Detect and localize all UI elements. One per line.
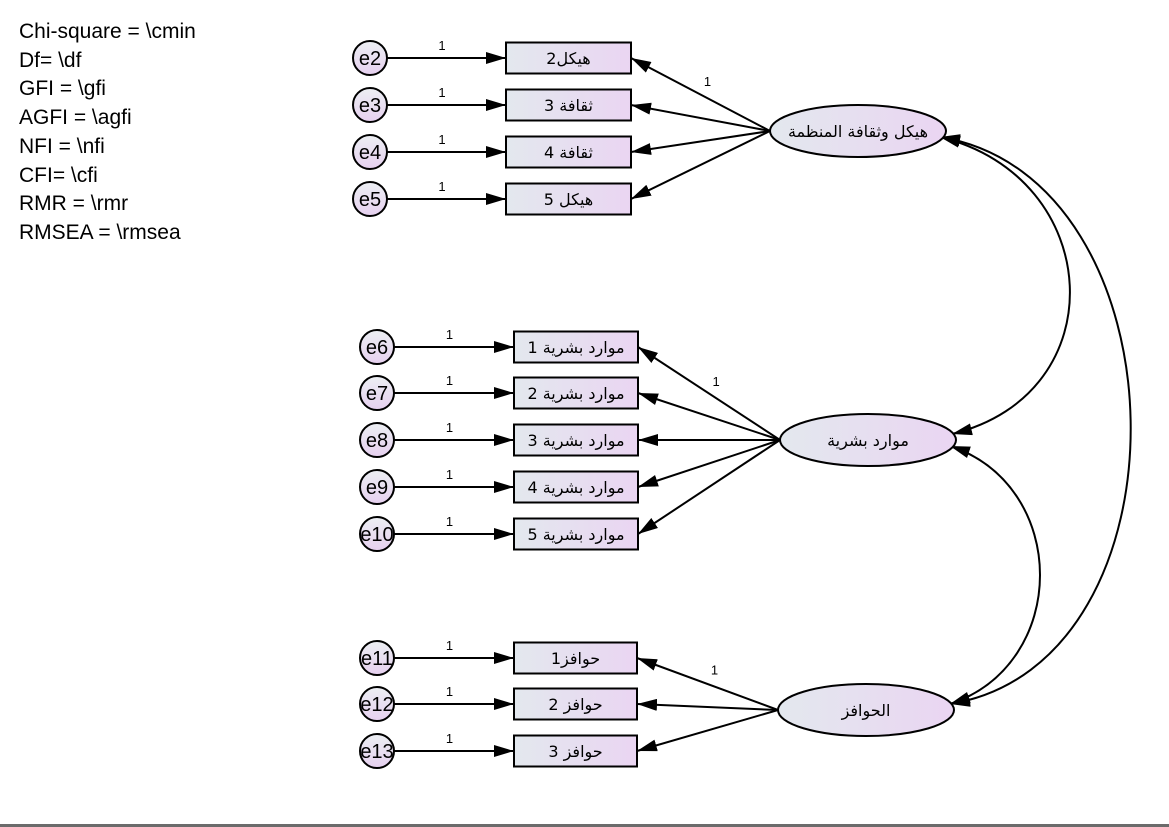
fit-stat-line: RMSEA = \rmsea: [19, 220, 181, 244]
error-term-circle[interactable]: [359, 516, 395, 552]
error-weight-label: 1: [438, 132, 445, 147]
latent-variable-ellipse[interactable]: [769, 104, 947, 158]
observed-variable-label: ثقافة 4: [544, 143, 593, 162]
latent-variable-label: موارد بشرية: [827, 431, 909, 451]
observed-variable-box[interactable]: [505, 41, 632, 75]
observed-variable-box[interactable]: [513, 687, 638, 721]
loading-path: [637, 439, 781, 488]
observed-variable-label: حوافز1: [551, 649, 600, 669]
observed-variable-box[interactable]: [513, 734, 638, 768]
covariance-arc: [939, 134, 1132, 707]
node-layer: e2 هيكل2 e3 ثقافة 3 e4 ثقافة 4 e5 هيكل 5 هيكل وث…: [352, 40, 957, 769]
observed-variable-label: حوافز 2: [548, 695, 602, 715]
observed-variable-box[interactable]: [513, 470, 639, 504]
observed-variable-box[interactable]: [513, 517, 639, 551]
observed-variable-label: موارد بشرية 2: [527, 384, 624, 404]
bottom-border: [0, 824, 1169, 827]
error-term-circle[interactable]: [352, 40, 388, 76]
observed-variable-box[interactable]: [513, 423, 639, 457]
loading-path: [630, 102, 771, 132]
covariance-layer: [939, 134, 1132, 707]
loading-path: [637, 346, 781, 441]
fit-stat-line: RMR = \rmr: [19, 192, 129, 216]
error-term-circle[interactable]: [359, 422, 395, 458]
error-weight-label: 1: [446, 731, 453, 746]
error-weight-label: 1: [446, 373, 453, 388]
fit-stat-line: CFI= \cfi: [19, 163, 98, 187]
loading-path: [636, 698, 779, 711]
error-term-label: e3: [359, 95, 381, 117]
latent-variable-ellipse[interactable]: [779, 413, 957, 467]
error-weight-label: 1: [446, 684, 453, 699]
loading-path: [637, 392, 781, 441]
error-term-label: e9: [366, 477, 388, 499]
loading-label: 1: [711, 663, 718, 678]
error-term-circle[interactable]: [359, 640, 395, 676]
path-layer: 1 1 1 1 1 1 1 1 1 1 1 1 1 1 1: [387, 38, 781, 757]
error-weight-label: 1: [446, 467, 453, 482]
latent-variable-label: هيكل وثقافة المنظمة: [788, 122, 928, 142]
error-weight-label: 1: [446, 638, 453, 653]
observed-variable-box[interactable]: [513, 641, 638, 675]
observed-variable-label: موارد بشرية 4: [527, 478, 624, 498]
latent-variable-ellipse[interactable]: [777, 683, 955, 737]
fit-stat-line: NFI = \nfi: [19, 134, 105, 158]
error-weight-label: 1: [446, 420, 453, 435]
observed-variable-box[interactable]: [505, 88, 632, 122]
error-weight-label: 1: [438, 38, 445, 53]
error-term-circle[interactable]: [359, 686, 395, 722]
observed-variable-label: ثقافة 3: [544, 96, 593, 115]
error-term-circle[interactable]: [352, 181, 388, 217]
error-term-circle[interactable]: [359, 375, 395, 411]
observed-variable-label: هيكل 5: [544, 190, 594, 209]
loading-path: [636, 709, 779, 752]
observed-variable-label: موارد بشرية 1: [527, 338, 624, 358]
fit-stat-line: Df= \df: [19, 48, 82, 72]
error-weight-label: 1: [438, 179, 445, 194]
loading-label: 1: [712, 374, 719, 389]
observed-variable-box[interactable]: [513, 376, 639, 410]
error-term-label: e7: [366, 383, 388, 405]
error-term-label: e5: [359, 189, 381, 211]
error-term-label: e6: [366, 337, 388, 359]
loading-path: [630, 130, 771, 155]
loading-path: [630, 130, 771, 200]
error-term-label: e12: [360, 694, 393, 716]
fit-stat-line: AGFI = \agfi: [19, 106, 132, 130]
fit-stat-line: Chi-square = \cmin: [19, 20, 196, 43]
observed-variable-label: حوافز 3: [548, 742, 602, 762]
error-term-label: e2: [359, 48, 381, 70]
error-term-label: e8: [366, 430, 388, 452]
loading-path: [630, 57, 771, 132]
observed-variable-box[interactable]: [513, 330, 639, 364]
covariance-arc: [949, 445, 1041, 705]
observed-variable-label: هيكل2: [546, 49, 590, 68]
error-term-circle[interactable]: [359, 329, 395, 365]
error-weight-label: 1: [438, 85, 445, 100]
error-term-label: e4: [359, 142, 381, 164]
latent-variable-label: الحوافز: [841, 701, 891, 721]
observed-variable-box[interactable]: [505, 182, 632, 216]
error-term-circle[interactable]: [359, 733, 395, 769]
loading-path: [637, 439, 781, 535]
observed-variable-box[interactable]: [505, 135, 632, 169]
fit-stat-line: GFI = \gfi: [19, 77, 106, 101]
loading-path: [636, 657, 779, 711]
observed-variable-label: موارد بشرية 5: [527, 525, 624, 545]
covariance-arc: [939, 135, 1071, 436]
error-weight-label: 1: [446, 327, 453, 342]
loading-label: 1: [704, 74, 711, 89]
error-weight-label: 1: [446, 514, 453, 529]
error-term-circle[interactable]: [352, 134, 388, 170]
error-term-circle[interactable]: [359, 469, 395, 505]
error-term-circle[interactable]: [352, 87, 388, 123]
observed-variable-label: موارد بشرية 3: [527, 431, 624, 451]
error-term-label: e10: [360, 524, 393, 546]
error-term-label: e11: [361, 648, 393, 670]
error-term-label: e13: [360, 741, 393, 763]
